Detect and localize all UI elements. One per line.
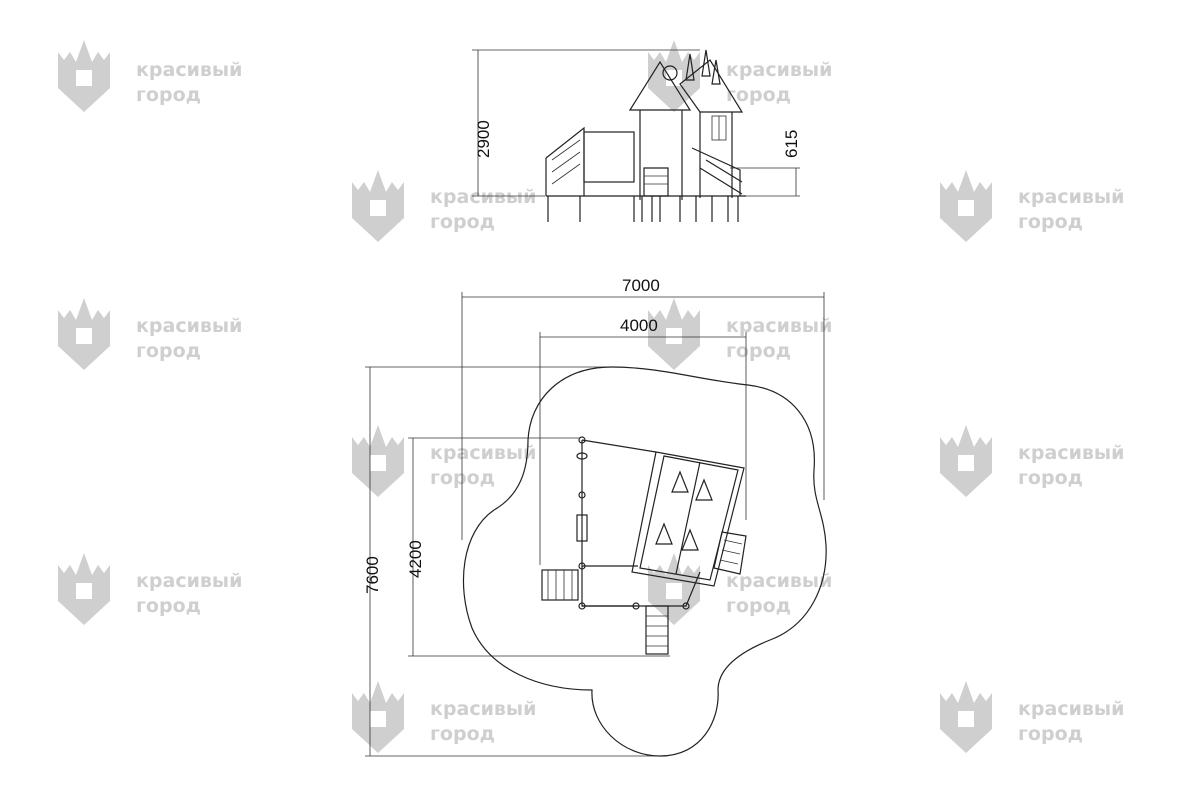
watermark-logo-icon — [352, 425, 404, 497]
watermark-text: город — [136, 84, 201, 106]
watermark-text: город — [1018, 723, 1083, 745]
dim-equipment-width: 4000 — [620, 316, 658, 335]
watermark-logo-icon — [940, 681, 992, 753]
watermark-text: красивый — [726, 59, 832, 81]
elevation-view: 2900 615 — [472, 49, 801, 222]
watermark-text: город — [430, 723, 495, 745]
watermark-text: красивый — [430, 442, 536, 464]
watermark-logo-icon — [352, 681, 404, 753]
dim-elevation-height: 2900 — [474, 120, 493, 158]
watermark-text: красивый — [136, 570, 242, 592]
dim-platform-height: 615 — [782, 130, 801, 158]
watermark-text: красивый — [1018, 698, 1124, 720]
watermark-text: красивый — [136, 59, 242, 81]
watermark-text: город — [726, 340, 791, 362]
watermark-text: красивый — [1018, 186, 1124, 208]
watermark-text: красивый — [726, 315, 832, 337]
play-house-plan — [541, 436, 747, 655]
watermark-text: город — [136, 340, 201, 362]
watermark-text: красивый — [726, 570, 832, 592]
dim-overall-depth: 7600 — [363, 556, 382, 594]
watermark-logo-icon — [58, 40, 110, 112]
watermark-text: город — [1018, 467, 1083, 489]
watermark-text: красивый — [430, 186, 536, 208]
watermark-logo-icon — [940, 170, 992, 242]
watermark-text: город — [1018, 211, 1083, 233]
plan-view: 7000 4000 7600 4200 — [363, 276, 827, 757]
watermark-logo-icon — [940, 425, 992, 497]
dim-equipment-depth: 4200 — [406, 540, 425, 578]
dim-overall-width: 7000 — [622, 276, 660, 295]
safety-zone-outline — [462, 366, 827, 757]
watermark-text: красивый — [1018, 442, 1124, 464]
watermark-logo-icon — [648, 553, 700, 625]
watermark-text: город — [726, 84, 791, 106]
watermark-text: город — [430, 467, 495, 489]
watermark-text: город — [136, 595, 201, 617]
play-house-elevation — [545, 49, 746, 222]
watermark-logo-icon — [58, 298, 110, 370]
watermark-text: красивый — [136, 315, 242, 337]
watermarks: красивый город красивый город красивый г… — [58, 40, 1124, 753]
watermark-logo-icon — [352, 170, 404, 242]
watermark-text: красивый — [430, 698, 536, 720]
watermark-text: город — [726, 595, 791, 617]
watermark-logo-icon — [58, 553, 110, 625]
watermark-text: город — [430, 211, 495, 233]
